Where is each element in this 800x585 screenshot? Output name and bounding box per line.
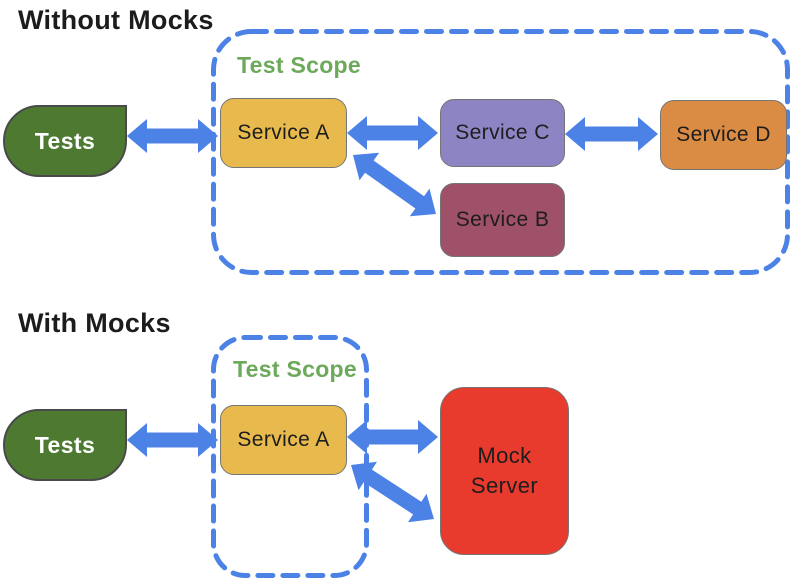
section-title-with-mocks: With Mocks <box>18 308 171 338</box>
tests-label: Tests <box>34 431 96 458</box>
tests-node-bottom: Tests <box>3 409 127 481</box>
test-scope-boundary-top <box>211 29 790 275</box>
tests-node-top: Tests <box>3 105 127 177</box>
arrow-service-a-service-c <box>347 116 438 150</box>
service-a-node-top: Service A <box>220 98 347 168</box>
mock-server-node: Mock Server <box>440 387 569 555</box>
arrow-tests-service-a-bottom <box>127 423 218 457</box>
test-scope-label-top: Test Scope <box>237 52 361 78</box>
service-b-label: Service B <box>455 208 550 231</box>
service-a-node-bottom: Service A <box>220 405 347 475</box>
service-a-label: Service A <box>237 121 330 144</box>
service-c-node: Service C <box>440 99 565 167</box>
test-scope-boundary-bottom <box>211 335 369 578</box>
arrow-service-a-service-b <box>353 152 436 217</box>
arrow-tests-service-a-top <box>127 119 218 153</box>
service-a-label: Service A <box>237 428 330 451</box>
tests-label: Tests <box>34 127 96 154</box>
service-d-label: Service D <box>676 123 771 146</box>
arrow-service-a-mock-server-diagonal <box>351 461 434 523</box>
test-scope-label-bottom: Test Scope <box>233 356 357 382</box>
mock-server-label: Mock Server <box>470 443 539 498</box>
service-c-label: Service C <box>455 121 550 144</box>
service-b-node: Service B <box>440 183 565 257</box>
service-d-node: Service D <box>660 100 787 170</box>
section-title-without-mocks: Without Mocks <box>18 5 214 35</box>
arrow-service-a-mock-server <box>347 420 438 454</box>
arrow-service-c-service-d <box>565 117 658 151</box>
